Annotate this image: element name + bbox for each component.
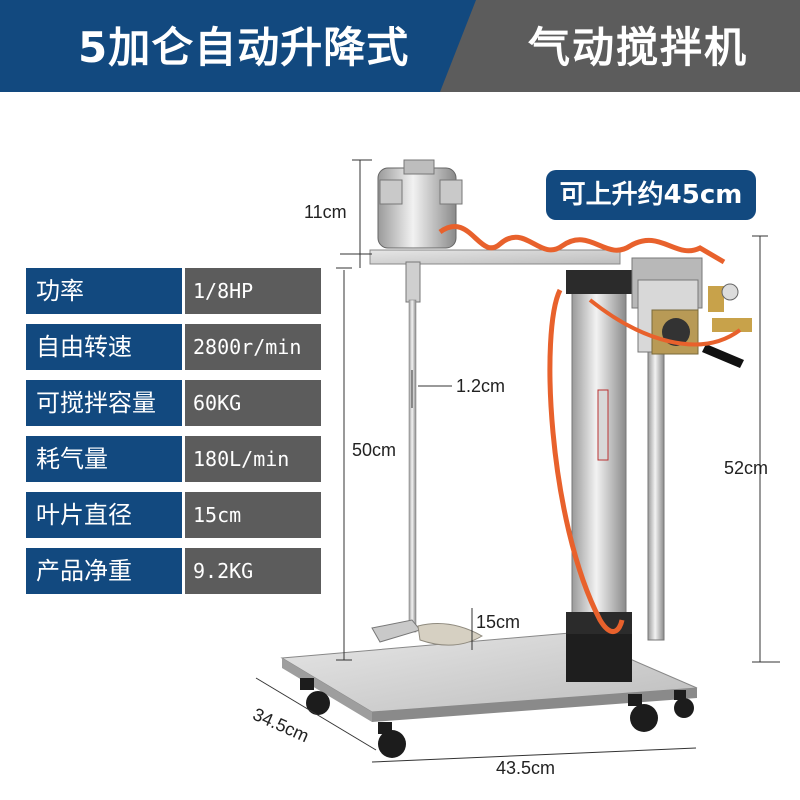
header-left-banner [0,0,488,92]
spec-row-capacity: 可搅拌容量 60KG [26,380,322,426]
spec-value: 15cm [185,492,321,538]
spec-table: 功率 1/8HP 自由转速 2800r/min 可搅拌容量 60KG 耗气量 1… [26,268,322,604]
dim-motor-height: 11cm [304,202,347,222]
spec-label: 耗气量 [26,436,182,482]
dim-shaft-diameter: 1.2cm [456,376,506,396]
lift-cylinder [566,270,632,682]
spec-label: 叶片直径 [26,492,182,538]
spec-value: 180L/min [185,436,321,482]
caster-wheels [300,678,694,758]
dim-blade-diameter: 15cm [476,612,521,632]
spec-label: 可搅拌容量 [26,380,182,426]
air-motor [377,159,463,249]
spec-value: 1/8HP [185,268,321,314]
control-valve [637,279,752,368]
spec-row-speed: 自由转速 2800r/min [26,324,322,370]
spec-row-net-weight: 产品净重 9.2KG [26,548,322,594]
dimension-lines [255,159,780,763]
header-right-title: 气动搅拌机 [528,23,749,72]
spec-value: 9.2KG [185,548,321,594]
top-arm [369,249,621,265]
spec-label: 自由转速 [26,324,182,370]
dim-shaft-length: 50cm [352,440,397,460]
spec-value: 60KG [185,380,321,426]
spec-label: 功率 [26,268,182,314]
header-left-title: 5加仑自动升降式 [78,23,410,72]
spec-row-air-consumption: 耗气量 180L/min [26,436,322,482]
spec-row-power: 功率 1/8HP [26,268,322,314]
spec-row-blade-diameter: 叶片直径 15cm [26,492,322,538]
header-right-banner [440,0,800,92]
lift-height-badge: 可上升约45cm [546,170,756,220]
dim-column-height: 52cm [724,458,769,478]
spec-label: 产品净重 [26,548,182,594]
spec-value: 2800r/min [185,324,321,370]
air-hose [438,224,726,265]
dim-base-width: 43.5cm [496,758,556,778]
mixing-shaft [371,261,484,646]
